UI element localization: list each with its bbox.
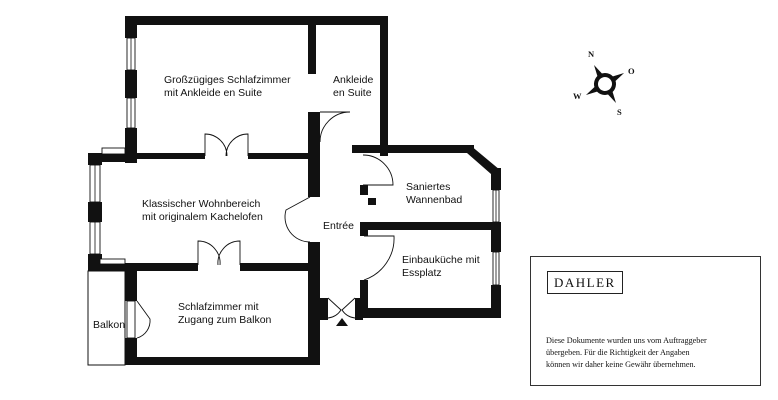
compass-north: N [588,49,595,59]
compass-south: S [617,107,622,117]
label-balcony: Balkon [93,319,125,331]
disclaimer-text: Diese Dokumente wurden uns vom Auftragge… [546,336,707,369]
label-entrance: Entrée [323,220,354,232]
compass-rose [585,64,625,104]
compass-west: W [573,91,582,101]
brand-logo: DAHLER [547,271,623,294]
windows [89,37,500,339]
info-box: DAHLER Diese Dokumente wurden uns vom Au… [530,256,761,386]
doors [136,111,395,339]
compass-east: O [628,66,635,76]
walls [87,16,501,366]
